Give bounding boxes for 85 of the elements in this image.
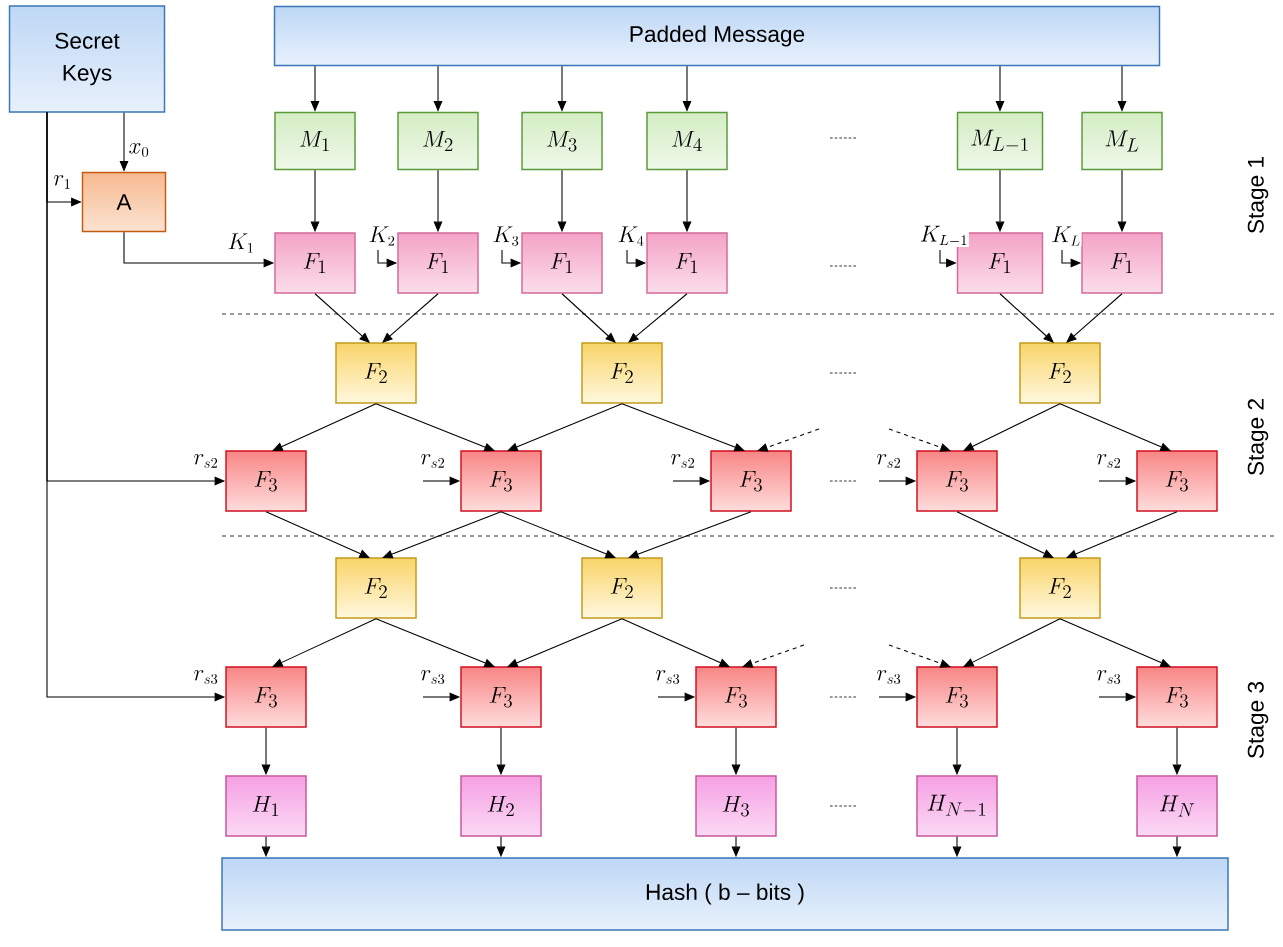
arrow (507, 618, 623, 667)
function-box: $F_3$ (1136, 666, 1218, 728)
block-box: $M_1$ (274, 111, 356, 171)
output-box: $H_3$ (695, 775, 777, 837)
arrow (272, 618, 377, 667)
arrow (1066, 293, 1123, 343)
edge-label: $K_L$ (1050, 225, 1082, 247)
function-box: $F_2$ (1019, 342, 1101, 404)
output-box: $H_N$ (1136, 775, 1218, 837)
block-box: $M_{L-1}$ (956, 111, 1044, 171)
function-box: $F_1$ (1081, 232, 1163, 294)
arrow (999, 293, 1054, 343)
function-box: $F_2$ (1019, 557, 1101, 619)
function-box: $F_1$ (646, 232, 728, 294)
edge-label: $K_2$ (367, 225, 397, 247)
edge-label: $r_{s3}$ (875, 669, 903, 685)
key-box: Secret Keys (8, 5, 166, 113)
arrow (621, 403, 745, 452)
arrow (963, 403, 1061, 451)
output-box: $H_2$ (460, 775, 542, 837)
function-box: $F_3$ (916, 450, 998, 512)
function-box: $F_2$ (335, 557, 417, 619)
arrow (628, 511, 752, 559)
function-box: $F_3$ (460, 450, 542, 512)
arrow (272, 403, 377, 451)
function-box: $F_1$ (397, 232, 479, 294)
arrow (1059, 618, 1171, 667)
message-box: Padded Message (273, 5, 1161, 67)
stage-label: Stage 3 (1247, 681, 1269, 759)
function-box: $F_3$ (460, 666, 542, 728)
arrow (1066, 511, 1178, 559)
output-box: $H_1$ (225, 775, 307, 837)
edge-label: $r_{s3}$ (192, 669, 220, 685)
arrow (888, 644, 951, 668)
arrow (956, 511, 1054, 558)
function-box: $F_1$ (274, 232, 356, 294)
edge-label: $r_{s3}$ (419, 669, 447, 685)
arrow (265, 511, 370, 558)
hash-box: Hash ( b – bits ) (221, 857, 1229, 931)
arrow (314, 293, 370, 343)
block-box: $M_4$ (646, 111, 728, 171)
edge-label: $K_4$ (616, 225, 646, 247)
arrow (628, 293, 688, 343)
function-box: $F_2$ (581, 557, 663, 619)
edge-label: $r_{s2}$ (192, 453, 220, 469)
edge-label: $r_{s2}$ (419, 453, 447, 469)
output-box: $H_{N-1}$ (916, 775, 998, 837)
edge-label: $r_{s2}$ (875, 453, 903, 469)
arrow (382, 293, 439, 343)
arrow (888, 428, 951, 452)
edge-label: $r_1$ (52, 174, 73, 190)
edge-label: $r_{s3}$ (1095, 669, 1123, 685)
function-box: $F_3$ (710, 450, 792, 512)
arrow (507, 403, 623, 452)
function-box: $F_3$ (916, 666, 998, 728)
edge-label: $K_1$ (226, 232, 256, 254)
arrow (561, 293, 616, 343)
function-box: $F_3$ (225, 666, 307, 728)
edge-label: $K_{L-1}$ (919, 225, 969, 247)
arrow (621, 618, 730, 667)
arrow (382, 511, 502, 559)
block-box: $M_2$ (397, 111, 479, 171)
function-box: $F_3$ (695, 666, 777, 728)
edge-label: $r_{s3}$ (654, 669, 682, 685)
arrow (1059, 403, 1171, 451)
function-box: $F_2$ (581, 342, 663, 404)
arrow (963, 618, 1061, 667)
block-box: $M_3$ (521, 111, 603, 171)
edge-label: $r_{s2}$ (1095, 453, 1123, 469)
stage-label: Stage 1 (1247, 157, 1269, 234)
arrow (742, 644, 805, 668)
arrow (757, 428, 820, 452)
edge-label: $K_3$ (491, 225, 521, 247)
arrow (375, 403, 495, 452)
edge-label: $x_0$ (127, 142, 151, 158)
function-box: $F_1$ (521, 232, 603, 294)
function-box: $F_3$ (225, 450, 307, 512)
function-box: A (81, 171, 167, 233)
block-box: $M_L$ (1081, 111, 1163, 171)
arrow (375, 618, 495, 668)
stage-label: Stage 2 (1247, 399, 1269, 476)
arrow (500, 511, 616, 559)
edge-label: $r_{s2}$ (669, 453, 697, 469)
function-box: $F_3$ (1136, 450, 1218, 512)
function-box: $F_2$ (335, 342, 417, 404)
